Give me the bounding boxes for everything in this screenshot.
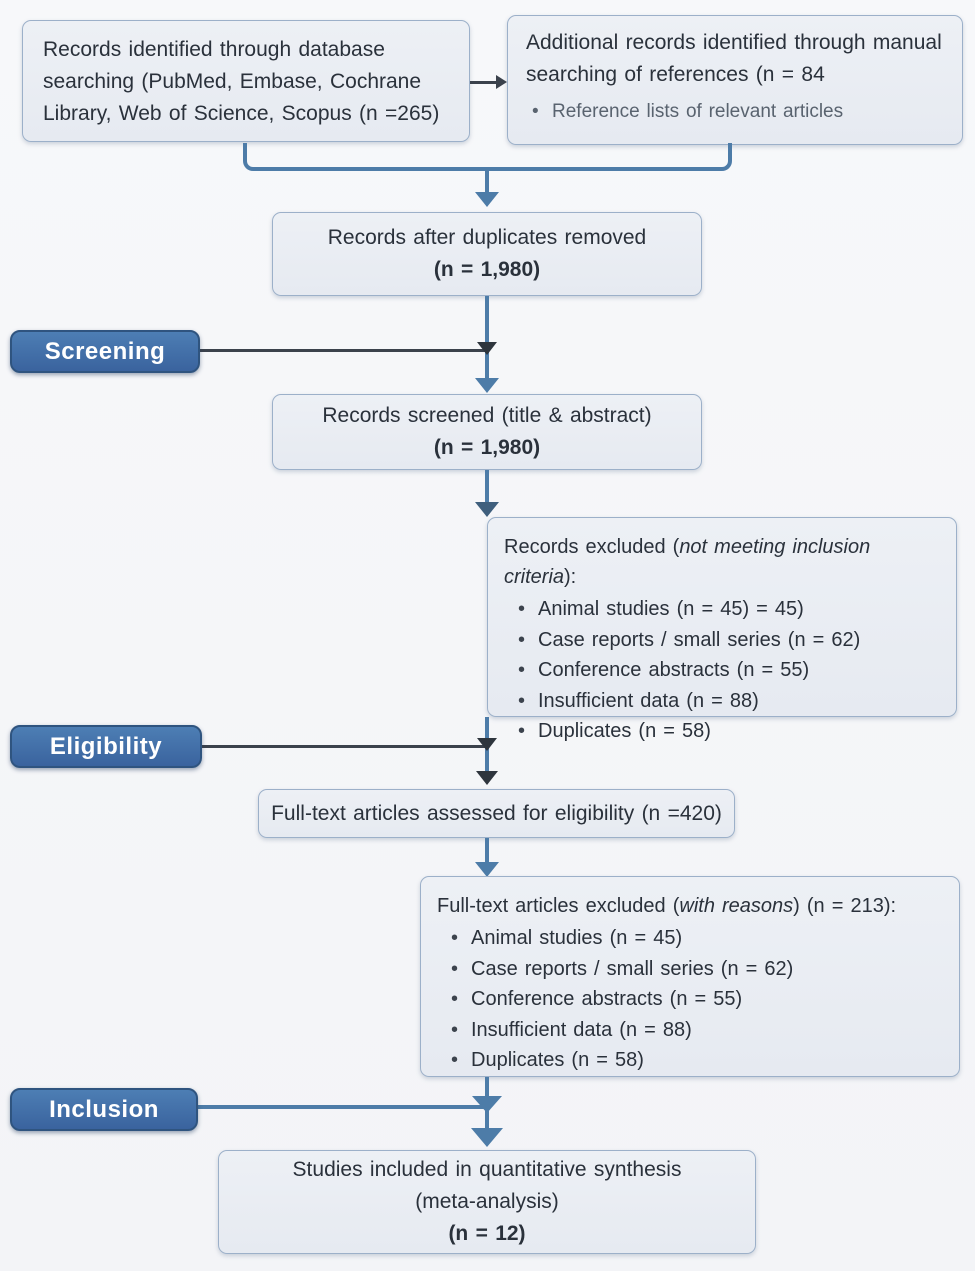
eligibility-stage-line [200,745,487,748]
arrow-down-icon [475,192,499,207]
records-excluded-list: Animal studies (n = 45) = 45) Case repor… [504,594,940,747]
box-fulltext-excluded: Full-text articles excluded (with reason… [420,876,960,1077]
connector-merge-stem [485,170,489,194]
duplicates-removed-count: (n = 1,980) [433,258,541,281]
fulltext-assessed-text: Full-text articles assessed for eligibil… [271,801,722,825]
box-manual-search: Additional records identified through ma… [507,15,963,145]
list-item: Case reports / small series (n = 62) [504,625,940,656]
records-screened-text: Records screened (title & abstract) [322,404,652,427]
list-item: Animal studies (n = 45) [437,923,943,954]
inclusion-stage-line [198,1105,487,1109]
stage-label-eligibility: Eligibility [10,725,202,768]
fulltext-excluded-title: Full-text articles excluded (with reason… [437,895,897,917]
box-database-search: Records identified through database sear… [22,20,470,142]
connector-excluded-line [485,470,489,504]
connector-screening-line [485,296,489,380]
inclusion-label-text: Inclusion [49,1095,159,1123]
junction-arrow-icon [477,342,497,355]
connector-merge-line [243,143,732,171]
box-records-screened: Records screened (title & abstract) (n =… [272,394,702,470]
connector-ft-excluded-line [485,838,489,864]
list-item: Duplicates (n = 58) [437,1045,943,1076]
records-screened-count: (n = 1,980) [433,436,541,459]
duplicates-removed-text: Records after duplicates removed [327,226,647,249]
fulltext-excluded-list: Animal studies (n = 45) Case reports / s… [437,923,943,1076]
arrow-down-icon [475,862,499,877]
list-item: Insufficient data (n = 88) [437,1015,943,1046]
junction-arrow-icon [477,738,497,751]
box-fulltext-assessed: Full-text articles assessed for eligibil… [258,789,735,838]
list-item: Duplicates (n = 58) [504,716,940,747]
arrow-down-icon [475,378,499,393]
connector-top-line [470,81,498,84]
box-duplicates-removed: Records after duplicates removed (n = 1,… [272,212,702,296]
arrow-down-icon [471,1128,503,1147]
manual-search-bullet: Reference lists of relevant articles [526,96,944,128]
screening-stage-line [200,349,487,352]
list-item: Case reports / small series (n = 62) [437,954,943,985]
arrow-right-icon [496,75,507,89]
manual-search-text: Additional records identified through ma… [526,31,942,86]
included-text-line1: Studies included in quantitative synthes… [292,1158,682,1181]
arrow-down-icon [476,771,498,785]
arrow-down-icon [475,502,499,517]
database-search-text: Records identified through database sear… [43,38,440,125]
screening-label-text: Screening [44,337,166,365]
box-records-excluded: Records excluded (not meeting inclusion … [487,517,957,746]
included-count: (n = 12) [448,1222,526,1245]
list-item: Conference abstracts (n = 55) [437,984,943,1015]
records-excluded-title: Records excluded (not meeting inclusion … [504,536,871,588]
list-item: Animal studies (n = 45) = 45) [504,594,940,625]
list-item: Conference abstracts (n = 55) [504,655,940,686]
included-text-line2: (meta-analysis) [415,1190,559,1213]
list-item: Insufficient data (n = 88) [504,686,940,717]
stage-label-screening: Screening [10,330,200,373]
eligibility-label-text: Eligibility [49,732,163,760]
stage-label-inclusion: Inclusion [10,1088,198,1131]
junction-arrow-icon [472,1096,502,1113]
box-included: Studies included in quantitative synthes… [218,1150,756,1254]
